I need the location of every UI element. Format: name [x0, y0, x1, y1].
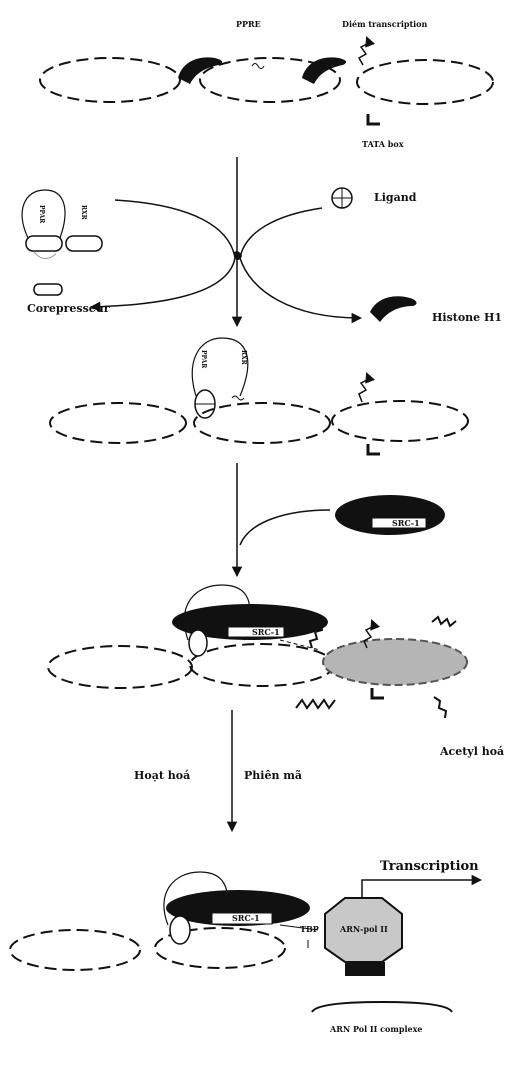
ppre-mark [252, 64, 264, 69]
acetyl-zigzag-3 [432, 617, 456, 626]
released-corepressor-box [34, 284, 62, 295]
ligand-symbol [332, 188, 352, 208]
label-src1: SRC-1 [392, 519, 420, 527]
label-ppre: PPRE [236, 20, 261, 28]
corepressor-release-arrow [92, 200, 235, 307]
transcription-squiggle-stage2 [359, 374, 369, 402]
nucleosome-8 [190, 644, 334, 686]
nucleosome-4 [50, 403, 186, 443]
nucleosome-1 [40, 58, 180, 102]
nucleosome-9 [10, 930, 140, 970]
acetyl-zigzag-4 [434, 697, 446, 718]
bound-ligand-stage3 [189, 630, 207, 656]
tata-box-mark-stage2 [368, 444, 380, 454]
stage1-arrows [92, 157, 360, 325]
stage4-chromatin [10, 872, 480, 1012]
ligand-arrow [240, 208, 322, 258]
corepressor-box-2 [66, 236, 102, 251]
nucleosome-3 [357, 60, 493, 104]
transcription-start-squiggle [359, 38, 369, 65]
label-arn-pol-ii: ARN-pol II [340, 925, 388, 933]
label-ppar-stage2: PPAR [200, 350, 206, 368]
stage1-chromatin [40, 38, 493, 124]
pol-ii-base [345, 962, 385, 976]
src1-recruit-arrow [240, 510, 330, 545]
acetylated-nucleosome [323, 639, 467, 685]
nucleosome-7 [48, 646, 192, 688]
label-ppar: PPAR [38, 205, 44, 223]
label-src1-stage3: SRC-1 [252, 628, 280, 636]
label-ligand: Ligand [374, 192, 416, 203]
label-histone-h1: Histone H1 [432, 312, 502, 323]
ppar-rxr-corepressor-complex [22, 190, 102, 259]
bound-ligand-stage4 [170, 916, 190, 944]
ppre-mark-stage2 [232, 396, 244, 400]
pol-ii-complex-bracket [312, 1002, 452, 1012]
tata-box-mark-stage3 [372, 688, 384, 698]
corepressor-box-1 [26, 236, 62, 251]
nucleosome-6 [332, 401, 468, 441]
histone-release-arrow [240, 258, 360, 318]
label-tata-box: TATA box [362, 140, 404, 148]
label-transcription: Transcription [380, 860, 479, 873]
label-corepresseur: Corepresseur [27, 303, 110, 314]
label-phien-ma: Phiên mã [244, 770, 302, 781]
label-src1-stage4: SRC-1 [232, 914, 260, 922]
label-acetyl-hoa: Acetyl hoá [440, 746, 504, 757]
label-arn-pol-ii-complexe: ARN Pol II complexe [330, 1025, 422, 1033]
acetyl-zigzag-1 [296, 700, 335, 708]
released-histone-h1 [370, 296, 417, 322]
label-diem-transcription: Diém transcription [342, 20, 427, 28]
label-rxr: RXR [80, 205, 86, 220]
transcription-arrow [362, 880, 480, 898]
label-hoat-hoa: Hoạt hoá [134, 770, 190, 781]
stage3-chromatin [48, 585, 467, 718]
label-tbp: TBP [300, 925, 319, 933]
label-rxr-stage2: RXR [240, 350, 246, 365]
tata-box-mark [368, 114, 380, 124]
stage2-chromatin [50, 338, 468, 454]
src1-coactivator-blob [335, 495, 445, 535]
corepressor-tail [34, 252, 56, 259]
